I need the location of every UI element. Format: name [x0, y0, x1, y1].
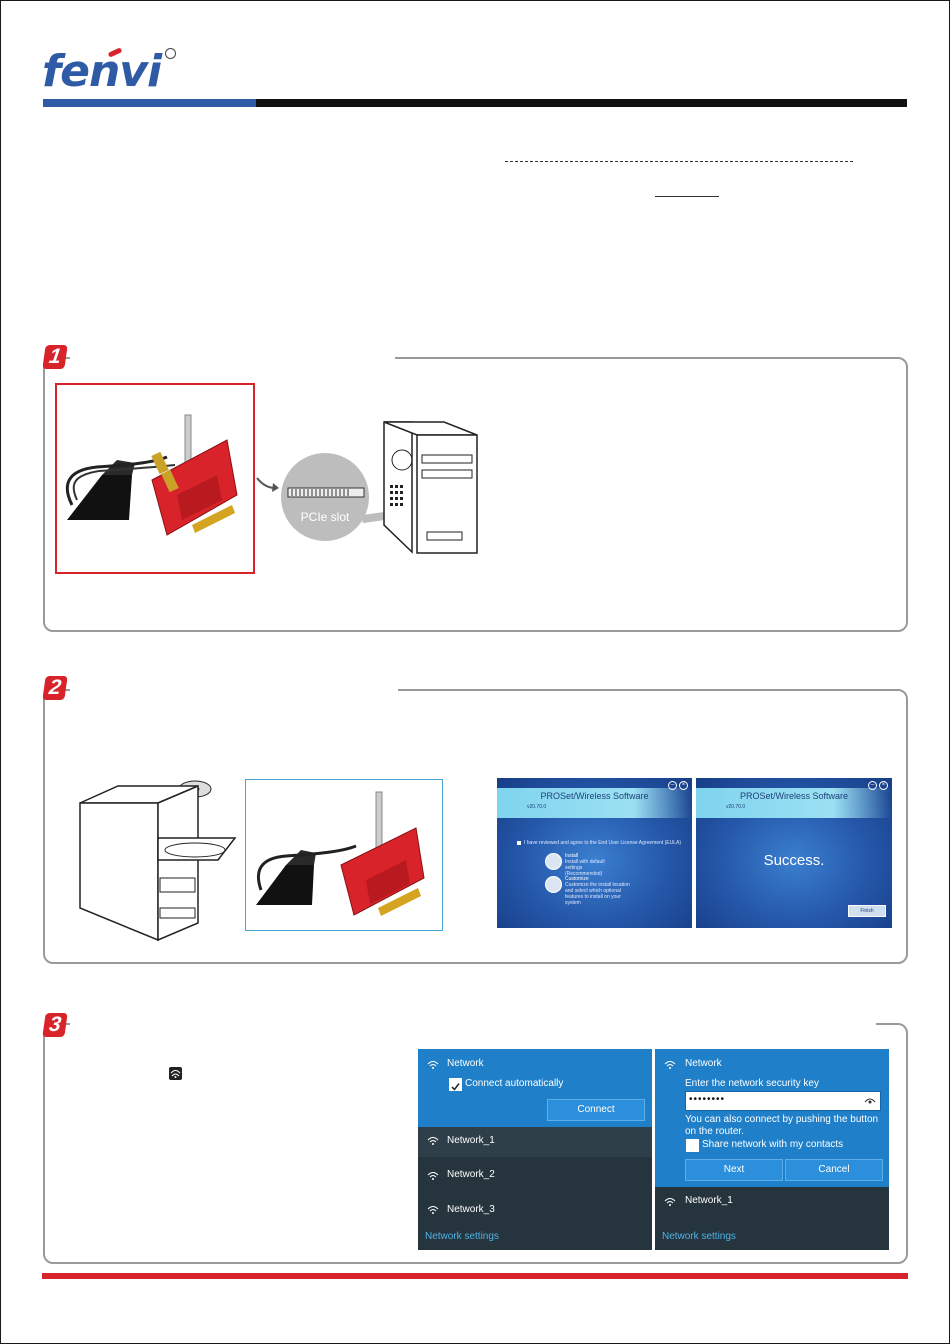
- wifi-icon: [664, 1061, 676, 1069]
- router-note: You can also connect by pushing the butt…: [685, 1114, 879, 1137]
- pcie-adapter-image: [65, 414, 238, 536]
- customize-option-desc: Customize the install location and selec…: [565, 882, 630, 906]
- install-option-desc: Install with default settings (Recommend…: [565, 859, 605, 877]
- network-list-2: [655, 1187, 889, 1250]
- installer-version-2: v20.70.0: [726, 804, 746, 810]
- network-name[interactable]: Network_1: [685, 1195, 733, 1206]
- wifi-icon: [427, 1137, 439, 1145]
- adapter-photo-frame: [55, 383, 255, 574]
- minimize-icon-2[interactable]: –: [868, 781, 877, 790]
- wifi-icon: [427, 1172, 439, 1180]
- network-header: Network: [447, 1058, 484, 1069]
- installer-banner-2: [696, 788, 892, 818]
- step2-title-gap: [70, 687, 398, 691]
- adapter-photo-frame-2: [245, 779, 443, 931]
- cancel-button[interactable]: Cancel: [785, 1159, 883, 1181]
- security-key-value: ••••••••: [689, 1094, 726, 1105]
- install-option-label[interactable]: Install: [565, 853, 579, 859]
- close-icon-2[interactable]: ×: [879, 781, 888, 790]
- eula-checkbox[interactable]: [517, 841, 521, 845]
- installer-version: v20.70.0: [527, 804, 547, 810]
- installer-screen-2: PROSet/Wireless Software v20.70.0 – × Su…: [696, 778, 892, 928]
- step2-number: 2: [42, 676, 68, 700]
- network-list-item[interactable]: [418, 1127, 652, 1157]
- eula-text: I have reviewed and agree to the End Use…: [524, 840, 682, 846]
- wifi-icon: [664, 1198, 676, 1206]
- step1-title-gap: [70, 355, 395, 359]
- network-settings-link-2[interactable]: Network settings: [662, 1231, 736, 1242]
- registered-mark-icon: [165, 48, 176, 59]
- eye-icon[interactable]: [864, 1096, 876, 1106]
- network-header-2: Network: [685, 1058, 722, 1069]
- network-name[interactable]: Network_3: [447, 1204, 495, 1215]
- step3-number: 3: [42, 1013, 68, 1037]
- customize-option-icon[interactable]: [545, 876, 562, 893]
- close-icon[interactable]: ×: [679, 781, 688, 790]
- next-button[interactable]: Next: [685, 1159, 783, 1181]
- network-name[interactable]: Network_2: [447, 1169, 495, 1180]
- customize-option-label[interactable]: Customize: [565, 876, 589, 882]
- header-bar-black: [256, 99, 907, 107]
- network-panel-2: Network Enter the network security key •…: [655, 1049, 889, 1250]
- footer-bar: [42, 1273, 908, 1279]
- underline-rule: [655, 196, 719, 197]
- installer-banner: [497, 788, 692, 818]
- install-option-icon[interactable]: [545, 853, 562, 870]
- pc-tower-image: [383, 421, 478, 554]
- network-panel-1: Network Connect automatically Connect Ne…: [418, 1049, 652, 1250]
- finish-button[interactable]: Finish: [848, 905, 886, 917]
- minimize-icon[interactable]: –: [668, 781, 677, 790]
- success-message: Success.: [763, 852, 825, 869]
- wifi-icon: [427, 1061, 439, 1069]
- security-key-input[interactable]: ••••••••: [685, 1091, 881, 1111]
- installer-screen-1: PROSet/Wireless Software v20.70.0 – × I …: [497, 778, 692, 928]
- connect-button[interactable]: Connect: [547, 1099, 645, 1121]
- pcie-slot-label: PCIe slot: [300, 510, 350, 524]
- wifi-icon: [427, 1206, 439, 1214]
- arrow-icon: [256, 477, 279, 492]
- installer-title: PROSet/Wireless Software: [540, 791, 649, 801]
- pc-with-disc-image: [79, 780, 237, 942]
- header-bar-blue: [43, 99, 256, 107]
- connect-auto-label: Connect automatically: [465, 1078, 564, 1089]
- pcie-adapter-image-2: [256, 791, 425, 916]
- share-network-checkbox[interactable]: [686, 1139, 699, 1152]
- pcie-slot-callout: [281, 453, 369, 541]
- taskbar-wifi-icon: [169, 1067, 182, 1080]
- security-key-prompt: Enter the network security key: [685, 1078, 819, 1089]
- network-name[interactable]: Network_1: [447, 1135, 495, 1146]
- step3-title-gap: [70, 1021, 876, 1025]
- installer-title-2: PROSet/Wireless Software: [739, 791, 849, 801]
- brand-logo: fenvi: [42, 46, 162, 97]
- connect-auto-checkbox[interactable]: [449, 1078, 462, 1091]
- share-network-label: Share network with my contacts: [702, 1139, 844, 1150]
- network-settings-link[interactable]: Network settings: [425, 1231, 499, 1242]
- finish-button-label: Finish: [860, 908, 874, 914]
- step1-number: 1: [42, 345, 68, 369]
- dashed-rule: [505, 161, 853, 162]
